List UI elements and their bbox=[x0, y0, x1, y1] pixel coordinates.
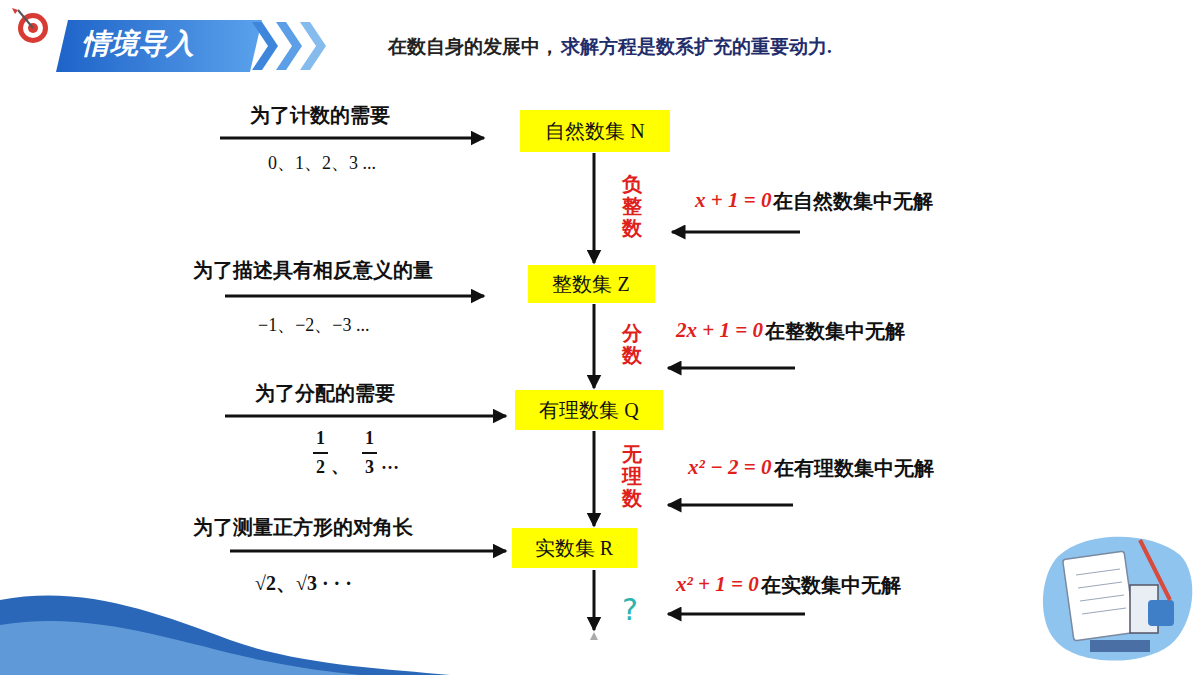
question-mark: ? bbox=[622, 592, 638, 628]
text-label: 1 bbox=[316, 427, 325, 449]
text-label: 3 bbox=[365, 456, 374, 478]
box-label: 整数集 Z bbox=[552, 271, 629, 298]
extension-arrow bbox=[593, 304, 596, 388]
text-label: 为了计数的需要 bbox=[250, 103, 390, 127]
text-label: 1 bbox=[365, 427, 374, 449]
title-banner bbox=[56, 20, 262, 72]
edge-label: 分数 bbox=[622, 322, 642, 366]
equation: x² + 1 = 0 bbox=[676, 572, 759, 597]
equation: x² − 2 = 0 bbox=[688, 455, 772, 480]
number-set-box: 自然数集 N bbox=[520, 110, 670, 152]
edge-label: 无理数 bbox=[622, 443, 642, 509]
text-label: 在实数集中无解 bbox=[761, 573, 901, 597]
text-label: 2 bbox=[316, 456, 325, 478]
equation: 2x + 1 = 0 bbox=[676, 318, 763, 343]
slide-title: 情境导入 bbox=[82, 27, 194, 61]
number-set-box: 实数集 R bbox=[512, 528, 637, 568]
number-set-box: 整数集 Z bbox=[528, 265, 655, 303]
text-label: −1、−2、−3 ... bbox=[258, 315, 369, 337]
edge-label: 负整数 bbox=[622, 173, 642, 239]
text-label: 、 bbox=[331, 455, 349, 477]
text-label: 为了测量正方形的对角长 bbox=[193, 515, 413, 539]
equation: x + 1 = 0 bbox=[695, 188, 771, 213]
number-set-box: 有理数集 Q bbox=[515, 390, 663, 430]
text-label: 为了描述具有相反意义的量 bbox=[193, 258, 433, 282]
box-label: 有理数集 Q bbox=[539, 397, 638, 424]
box-label: 自然数集 N bbox=[545, 118, 644, 145]
text-label: 0、1、2、3 ... bbox=[268, 153, 376, 175]
text-label: 在整数集中无解 bbox=[765, 319, 905, 343]
box-label: 实数集 R bbox=[535, 535, 613, 562]
text-label: 在有理数集中无解 bbox=[774, 456, 934, 480]
wave-decoration bbox=[0, 596, 450, 675]
study-illustration bbox=[1043, 537, 1192, 661]
extension-arrow bbox=[593, 431, 596, 526]
text-label: 为了分配的需要 bbox=[255, 381, 395, 405]
text-label: 在自然数集中无解 bbox=[773, 189, 933, 213]
text-label: 在数自身的发展中， bbox=[388, 36, 559, 59]
text-label: … bbox=[381, 452, 399, 474]
target-icon bbox=[12, 8, 48, 43]
text-label: 求解方程是数系扩充的重要动力. bbox=[561, 36, 832, 59]
extension-arrow bbox=[593, 153, 596, 263]
text-label: √2、√3 · · · bbox=[255, 571, 352, 595]
